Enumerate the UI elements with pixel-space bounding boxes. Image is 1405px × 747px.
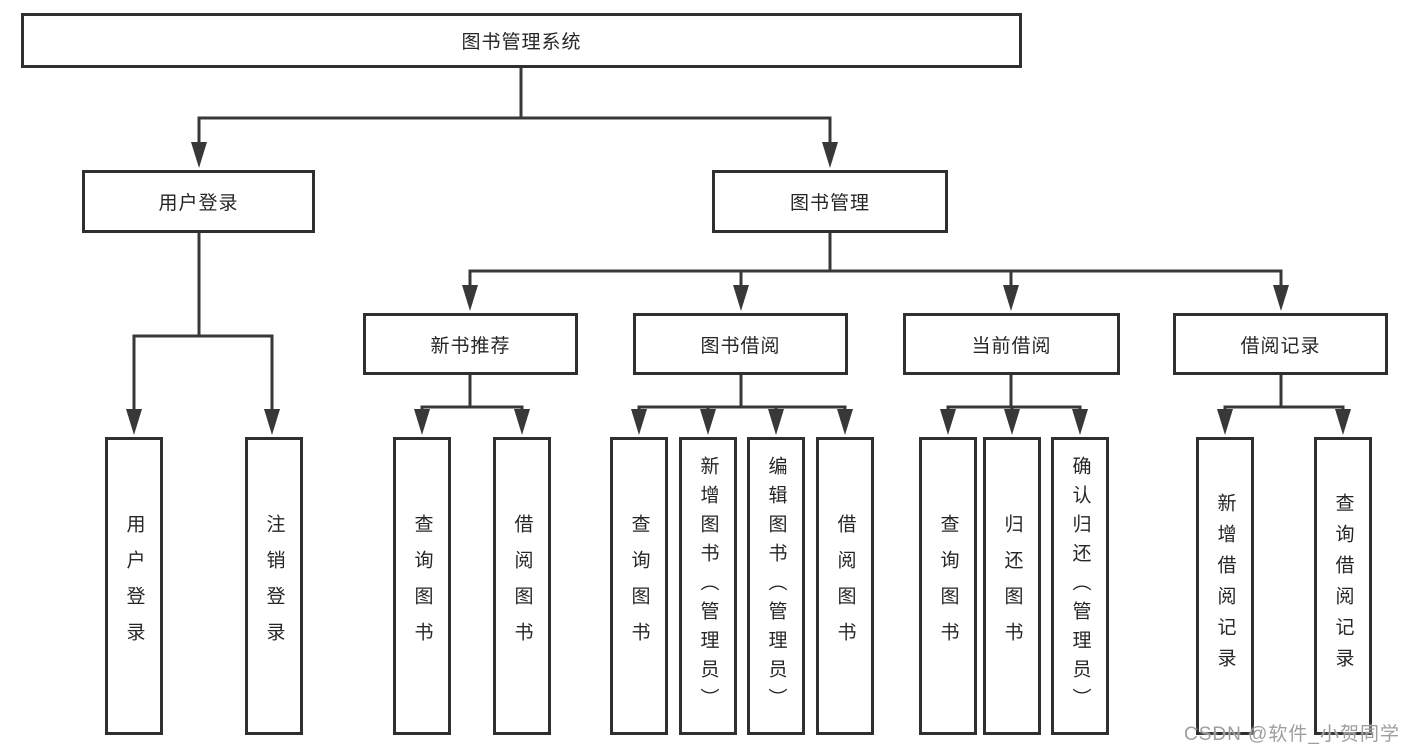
node-current-borrow: 当前借阅: [903, 313, 1120, 375]
node-cb-query-books-label: 查询图书: [937, 514, 959, 658]
node-bb-edit-books-admin: 编辑图书（管理员）: [747, 437, 805, 735]
node-bb-borrow-books-label: 借阅图书: [834, 514, 856, 658]
arrowhead-down: [191, 142, 207, 168]
arrowhead-down: [514, 409, 530, 435]
node-nb-borrow-books: 借阅图书: [493, 437, 551, 735]
node-br-query-record-label: 查询借阅记录: [1332, 493, 1354, 679]
arrowhead-down: [462, 285, 478, 311]
node-new-book-recommend-label: 新书推荐: [430, 335, 511, 357]
arrowhead-down: [837, 409, 853, 435]
node-cb-return-books-label: 归还图书: [1001, 514, 1023, 658]
node-cb-return-books: 归还图书: [983, 437, 1041, 735]
node-nb-borrow-books-label: 借阅图书: [511, 514, 533, 658]
node-ul-logout: 注销登录: [245, 437, 303, 735]
node-book-mgmt-label: 图书管理: [789, 193, 870, 214]
node-bb-query-books-label: 查询图书: [628, 514, 650, 658]
node-nb-query-books: 查询图书: [393, 437, 451, 735]
node-br-add-record-label: 新增借阅记录: [1214, 493, 1236, 679]
node-book-borrow: 图书借阅: [633, 313, 848, 375]
node-br-add-record: 新增借阅记录: [1196, 437, 1254, 735]
arrowhead-down: [940, 409, 956, 435]
node-root: 图书管理系统: [21, 13, 1022, 68]
node-current-borrow-label: 当前借阅: [971, 335, 1052, 357]
node-root-label: 图书管理系统: [461, 32, 582, 53]
arrowhead-down: [733, 285, 749, 311]
arrowhead-down: [1335, 409, 1351, 435]
arrowhead-down: [264, 409, 280, 435]
node-user-login: 用户登录: [82, 170, 315, 233]
arrowhead-down: [1004, 409, 1020, 435]
node-ul-user-login-label: 用户登录: [123, 514, 145, 658]
node-cb-query-books: 查询图书: [919, 437, 977, 735]
node-book-mgmt: 图书管理: [712, 170, 948, 233]
node-nb-query-books-label: 查询图书: [411, 514, 433, 658]
node-br-query-record: 查询借阅记录: [1314, 437, 1372, 735]
node-bb-query-books: 查询图书: [610, 437, 668, 735]
arrowhead-down: [414, 409, 430, 435]
node-new-book-recommend: 新书推荐: [363, 313, 578, 375]
watermark-text: CSDN @软件_小贺同学: [1184, 724, 1400, 745]
arrowhead-down: [1072, 409, 1088, 435]
node-bb-borrow-books: 借阅图书: [816, 437, 874, 735]
node-borrow-records-label: 借阅记录: [1240, 335, 1321, 357]
node-bb-add-books-admin-label: 新增图书（管理员）: [697, 455, 719, 717]
arrowhead-down: [126, 409, 142, 435]
arrowhead-down: [822, 142, 838, 168]
node-borrow-records: 借阅记录: [1173, 313, 1388, 375]
arrowhead-down: [1003, 285, 1019, 311]
node-cb-confirm-return-admin: 确认归还（管理员）: [1051, 437, 1109, 735]
node-cb-confirm-return-admin-label: 确认归还（管理员）: [1069, 455, 1091, 717]
node-bb-edit-books-admin-label: 编辑图书（管理员）: [765, 455, 787, 717]
node-ul-logout-label: 注销登录: [263, 514, 285, 658]
arrowhead-down: [768, 409, 784, 435]
node-bb-add-books-admin: 新增图书（管理员）: [679, 437, 737, 735]
arrowhead-down: [631, 409, 647, 435]
arrowhead-down: [1217, 409, 1233, 435]
node-ul-user-login: 用户登录: [105, 437, 163, 735]
node-book-borrow-label: 图书借阅: [700, 335, 781, 357]
node-user-login-label: 用户登录: [158, 193, 239, 214]
arrowhead-down: [1273, 285, 1289, 311]
arrowhead-down: [700, 409, 716, 435]
